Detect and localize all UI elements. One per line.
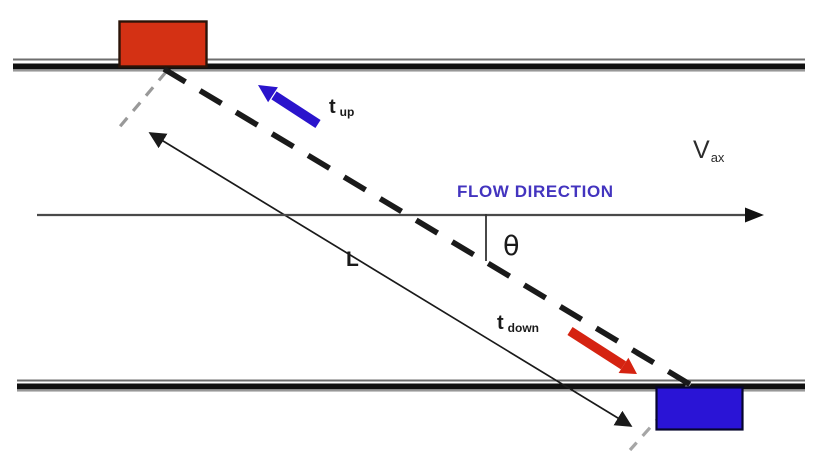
upstream-transducer-block bbox=[118, 20, 208, 68]
downstream-transducer-block bbox=[655, 386, 744, 431]
axial-velocity-subscript: ax bbox=[710, 150, 725, 165]
flow-direction-arrow bbox=[37, 207, 764, 223]
t-down-symbol: t bbox=[497, 312, 504, 334]
acoustic-path-dashed bbox=[162, 66, 698, 391]
path-length-line bbox=[148, 132, 633, 427]
t-up-subscript: up bbox=[339, 105, 355, 119]
flow-arrowhead-icon bbox=[745, 207, 764, 223]
axial-velocity-symbol: V bbox=[693, 136, 710, 164]
path-length-label: L bbox=[346, 248, 359, 271]
extension-line-top bbox=[115, 70, 168, 132]
axial-velocity-label: Vax bbox=[693, 136, 725, 165]
beam-angle-label: θ bbox=[503, 231, 520, 262]
t-up-symbol: t bbox=[329, 96, 336, 118]
flow-direction-label: FLOW DIRECTION bbox=[457, 182, 614, 201]
t-down-subscript: down bbox=[507, 321, 539, 335]
upstream-time-arrow-icon bbox=[258, 85, 321, 128]
downstream-time-arrow-icon bbox=[567, 327, 637, 374]
